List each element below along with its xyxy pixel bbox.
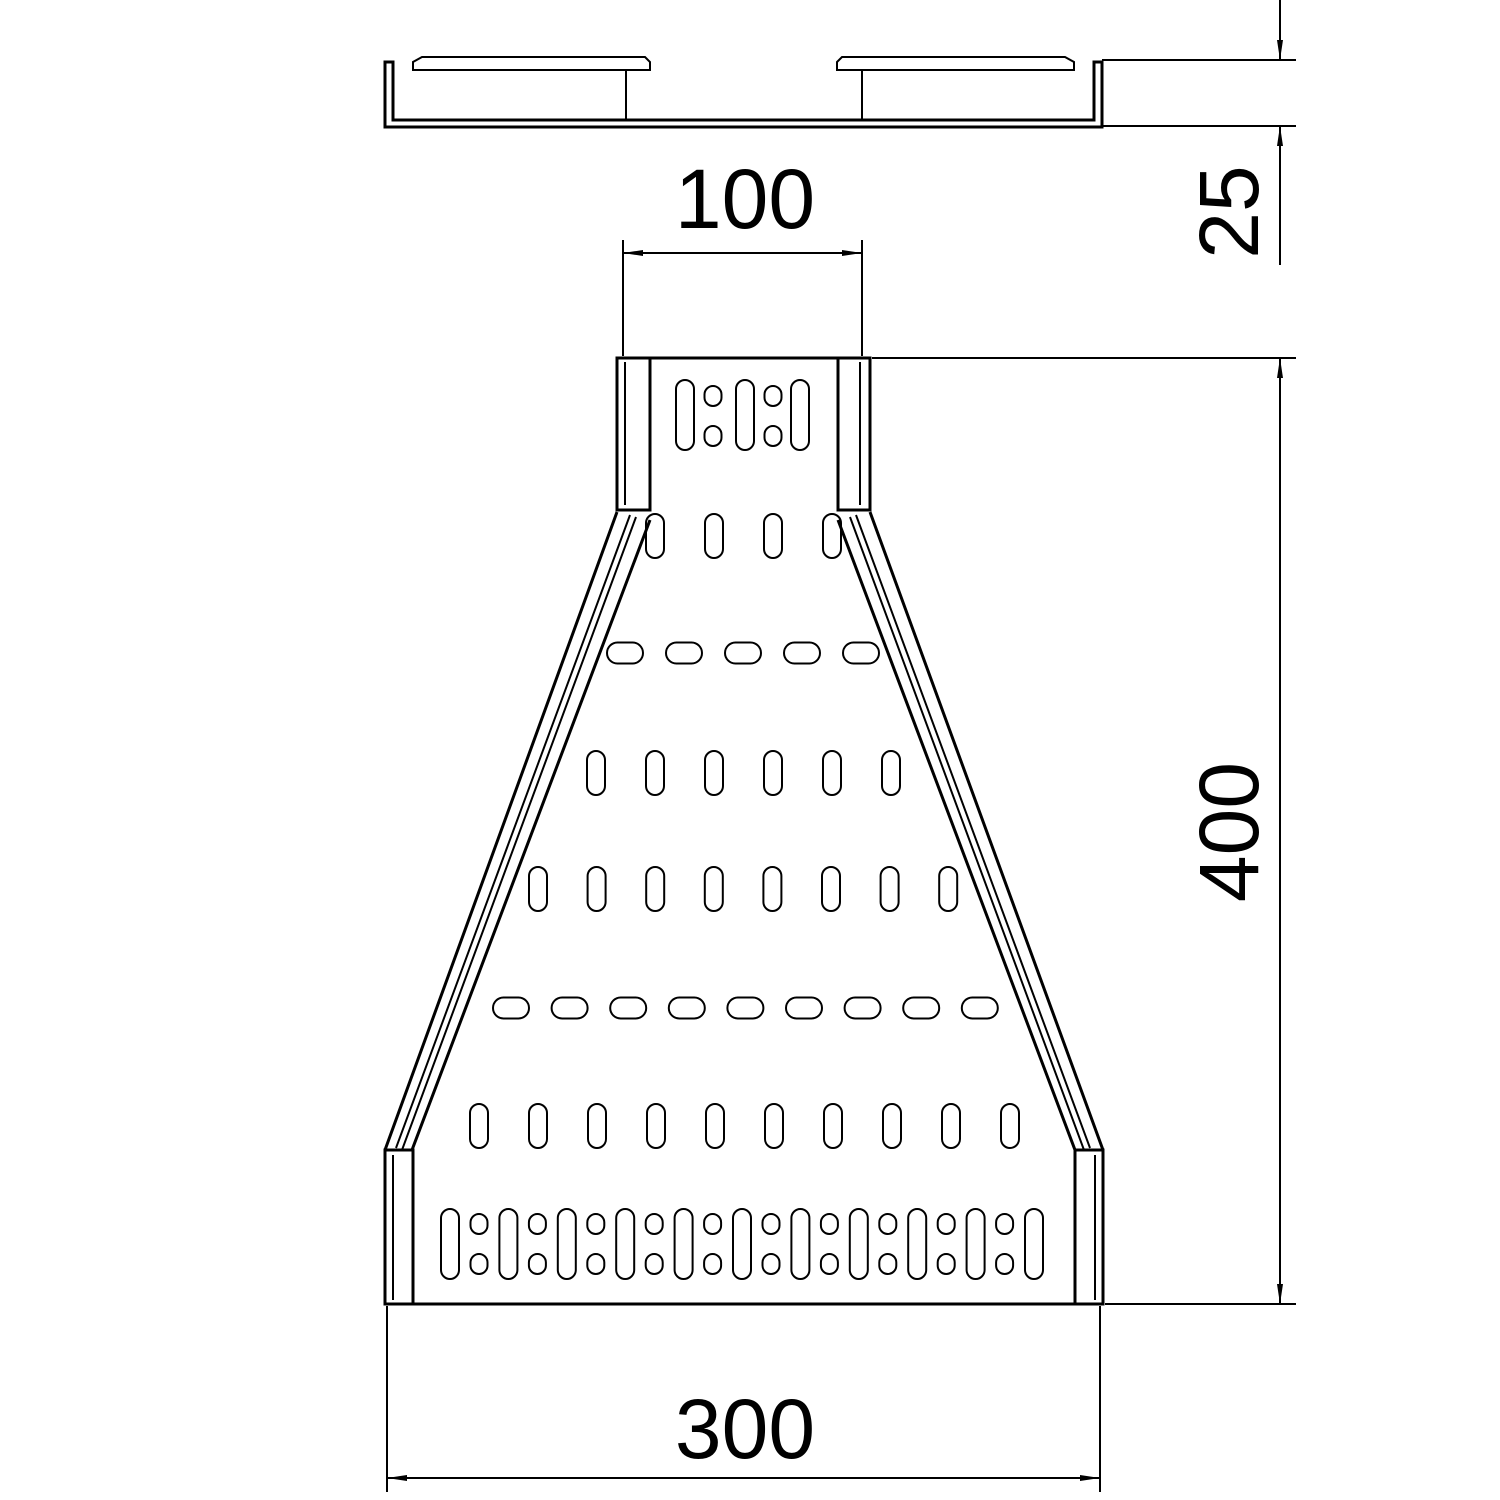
slot	[586, 750, 606, 796]
slot	[732, 1208, 752, 1280]
slot	[843, 996, 882, 1020]
slot	[822, 513, 842, 559]
dimension-height: 25	[1102, 0, 1296, 265]
slot	[763, 385, 783, 407]
slot	[673, 1208, 694, 1280]
dimension-length: 400	[872, 357, 1296, 1305]
perforation-slots	[440, 379, 1044, 1280]
slot	[848, 1208, 869, 1280]
slot	[785, 996, 823, 1020]
slot	[941, 1103, 961, 1149]
slot	[995, 1253, 1015, 1275]
slot	[763, 425, 783, 447]
slot	[469, 1253, 489, 1275]
dimension-top-width-label: 100	[675, 152, 815, 246]
slot	[819, 1213, 839, 1235]
slot	[819, 1253, 839, 1275]
slot	[609, 996, 648, 1020]
slot	[822, 750, 842, 796]
slot	[703, 1213, 723, 1235]
slot	[587, 1103, 607, 1149]
slot	[705, 1103, 725, 1149]
slot	[586, 1213, 606, 1235]
dimension-bottom-width-label: 300	[675, 1382, 815, 1476]
slot	[790, 1208, 811, 1280]
slot	[556, 1208, 577, 1280]
slot	[645, 750, 665, 796]
slot	[703, 385, 723, 407]
slot	[790, 379, 810, 451]
slot	[527, 1253, 547, 1275]
slot	[735, 379, 755, 451]
slot	[1000, 1103, 1020, 1149]
slot	[823, 1103, 843, 1149]
slot	[667, 996, 706, 1020]
slot	[907, 1208, 928, 1280]
slot	[645, 866, 666, 912]
slot	[936, 1253, 956, 1275]
slot	[842, 641, 880, 665]
dimension-top-width: 100	[622, 152, 863, 356]
slot	[761, 1253, 781, 1275]
dimension-length-label: 400	[1182, 762, 1276, 902]
slot	[703, 1253, 723, 1275]
slot	[879, 866, 900, 912]
slot	[960, 996, 999, 1020]
slot	[703, 866, 724, 912]
slot	[764, 1103, 784, 1149]
slot	[528, 1103, 548, 1149]
slot	[615, 1208, 636, 1280]
slot	[586, 1253, 606, 1275]
slot	[704, 513, 724, 559]
slot	[704, 750, 724, 796]
slot	[675, 379, 695, 451]
slot	[492, 996, 530, 1020]
slot	[469, 1103, 489, 1149]
slot	[1024, 1208, 1044, 1280]
slot	[498, 1208, 519, 1280]
slot	[995, 1213, 1015, 1235]
slot	[763, 750, 783, 796]
slot	[878, 1213, 898, 1235]
slot	[440, 1208, 460, 1280]
slot	[586, 866, 607, 912]
slot	[882, 1103, 902, 1149]
slot	[821, 866, 841, 912]
slot	[965, 1208, 986, 1280]
slot	[902, 996, 941, 1020]
dimension-height-label: 25	[1182, 165, 1276, 258]
slot	[528, 866, 548, 912]
slot	[936, 1213, 956, 1235]
plan-view	[383, 356, 1105, 1306]
slot	[703, 425, 723, 447]
slot	[644, 1213, 664, 1235]
slot	[726, 996, 765, 1020]
slot	[606, 641, 644, 665]
slot	[762, 866, 783, 912]
slot	[938, 866, 959, 912]
side-view	[383, 56, 1104, 129]
slot	[646, 1103, 666, 1149]
slot	[645, 513, 665, 559]
slot	[724, 641, 762, 665]
slot	[527, 1213, 547, 1235]
slot	[469, 1213, 489, 1235]
slot	[881, 750, 901, 796]
slot	[550, 996, 589, 1020]
slot	[783, 641, 821, 665]
slot	[665, 641, 703, 665]
slot	[644, 1253, 664, 1275]
slot	[761, 1213, 781, 1235]
slot	[763, 513, 783, 559]
dimension-bottom-width: 300	[386, 1306, 1101, 1492]
slot	[878, 1253, 898, 1275]
